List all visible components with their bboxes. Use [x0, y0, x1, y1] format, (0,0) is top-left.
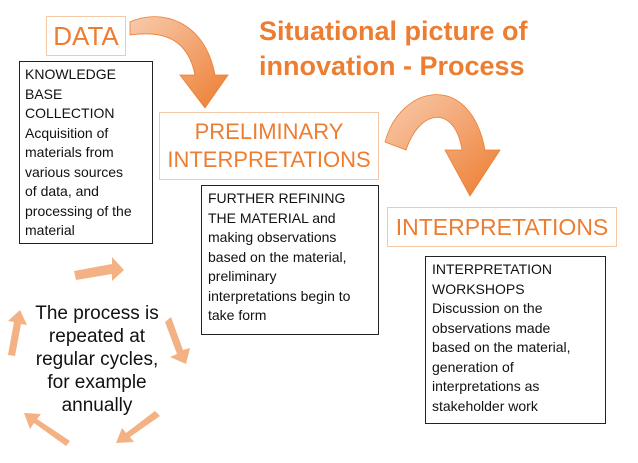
- interpretations-box-line: based on the material,: [432, 339, 571, 355]
- diagram-title: Situational picture of innovation - Proc…: [259, 14, 528, 84]
- cycle-text-line: repeated at: [48, 326, 146, 347]
- data-box-line: materials from: [25, 144, 114, 160]
- cycle-text: The process is repeated at regular cycle…: [22, 302, 172, 417]
- stage-label-preliminary: PRELIMINARY INTERPRETATIONS: [159, 112, 379, 180]
- data-box-line: KNOWLEDGE: [25, 66, 117, 82]
- interpretations-box-line: interpretations as: [432, 378, 540, 394]
- cycle-arrow-right: [165, 317, 190, 364]
- cycle-arrow-bottom-left: [24, 413, 70, 446]
- cycle-arrow-left: [8, 310, 27, 356]
- preliminary-box-line: interpretations begin to: [208, 287, 351, 304]
- preliminary-box-line: THE MATERIAL and: [208, 209, 336, 226]
- curved-arrow-preliminary-to-interpretations: [384, 94, 501, 197]
- title-line-2: innovation - Process: [259, 51, 525, 81]
- preliminary-label-line-1: PRELIMINARY: [194, 119, 344, 144]
- data-box-line: various sources: [25, 163, 124, 180]
- stage-label-data: DATA: [46, 16, 126, 56]
- preliminary-box-line: FURTHER REFINING: [208, 190, 346, 206]
- interpretations-box-line: observations made: [432, 319, 551, 336]
- preliminary-box-line: preliminary: [208, 268, 277, 284]
- cycle-arrows: [8, 257, 190, 446]
- data-box-line: BASE: [25, 85, 63, 102]
- cycle-text-line: annually: [61, 395, 133, 416]
- cycle-text-line: regular cycles,: [35, 349, 159, 370]
- data-box-line: of data, and: [25, 183, 99, 199]
- interpretations-box-line: Discussion on the: [432, 300, 543, 316]
- data-box-line: Acquisition of: [25, 124, 109, 141]
- stage-label-interpretations: INTERPRETATIONS: [387, 207, 617, 247]
- title-line-1: Situational picture of: [259, 16, 528, 46]
- interpretations-box-line: WORKSHOPS: [432, 280, 525, 297]
- interpretations-box-line: INTERPRETATION: [432, 261, 553, 277]
- interpretations-box-line: generation of: [432, 358, 514, 375]
- stage-box-preliminary: FURTHER REFINING THE MATERIAL and making…: [201, 185, 379, 335]
- stage-label-data-text: DATA: [53, 21, 119, 51]
- curved-arrow-data-to-preliminary: [129, 16, 229, 109]
- preliminary-box-line: take form: [208, 307, 267, 323]
- preliminary-label-line-2: INTERPRETATIONS: [167, 147, 371, 172]
- cycle-text-line: The process is: [35, 303, 159, 324]
- interpretations-box-line: stakeholder work: [432, 397, 538, 414]
- stage-box-interpretations: INTERPRETATION WORKSHOPS Discussion on t…: [425, 256, 606, 424]
- cycle-arrow-bottom: [116, 411, 160, 443]
- stage-label-interpretations-text: INTERPRETATIONS: [395, 213, 609, 240]
- stage-box-data: KNOWLEDGE BASE COLLECTION Acquisition of…: [19, 61, 153, 244]
- data-box-line: processing of the: [25, 202, 132, 219]
- data-box-line: COLLECTION: [25, 105, 115, 121]
- cycle-arrow-top: [74, 257, 124, 281]
- data-box-line: material: [25, 222, 75, 238]
- preliminary-box-line: making observations: [208, 229, 337, 245]
- preliminary-box-line: based on the material,: [208, 248, 347, 265]
- cycle-text-line: for example: [47, 372, 147, 393]
